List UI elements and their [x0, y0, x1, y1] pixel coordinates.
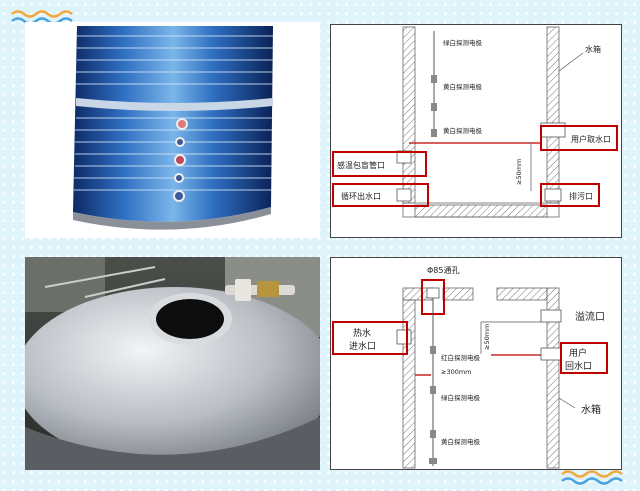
bottom-probe-2-label: 绿白探测电极 [441, 393, 481, 402]
bottom-tank-label: 水箱 [581, 403, 601, 416]
photo-blue-tank [25, 22, 320, 238]
top-dimension-label: ≥50mm [515, 159, 523, 185]
bottom-diagram-svg: Φ85通孔 溢流口 热水 进水口 ≥50mm 用户 回水口 [332, 265, 608, 469]
bottom-user-return-label-1: 用户 [569, 347, 587, 359]
top-circ-outlet-label: 循环出水口 [341, 191, 381, 201]
wave-decoration-top-left [11, 10, 73, 25]
bottom-user-return-label-2: 回水口 [565, 360, 592, 372]
steel-tank-image [25, 257, 320, 470]
bottom-dim-300-label: ≥300mm [441, 368, 472, 376]
bottom-diagram: Φ85通孔 溢流口 热水 进水口 ≥50mm 用户 回水口 [330, 257, 622, 470]
top-diagram: 绿白探测电极 黄白探测电极 黄白探测电极 水箱 用户取水口 ≥50mm 感温包盲… [330, 24, 622, 238]
bottom-probe-3-label: 黄白探测电极 [441, 437, 481, 446]
photo-steel-tank-top [25, 257, 320, 470]
top-probe-3-label: 黄白探测电极 [443, 126, 483, 135]
bottom-hot-inlet-label-2: 进水口 [349, 340, 376, 352]
blue-tank-image [25, 22, 320, 238]
bottom-probe-1-label: 红白探测电极 [441, 353, 481, 362]
top-tank-label: 水箱 [585, 44, 601, 54]
bottom-hole-label: Φ85通孔 [427, 265, 459, 275]
wave-decoration-bottom-right [561, 470, 623, 485]
top-probe-2-label: 黄白探测电极 [443, 82, 483, 91]
top-drain-label: 排污口 [569, 191, 593, 201]
top-user-outlet-label: 用户取水口 [571, 134, 611, 144]
bottom-dim-50-label: ≥50mm [483, 324, 491, 350]
top-probe-1-label: 绿白探测电极 [443, 38, 483, 47]
bottom-hot-inlet-label-1: 热水 [353, 327, 371, 339]
top-diagram-svg: 绿白探测电极 黄白探测电极 黄白探测电极 水箱 用户取水口 ≥50mm 感温包盲… [332, 26, 618, 218]
top-heat-pipe-label: 感温包盲管口 [337, 160, 385, 170]
bottom-overflow-label: 溢流口 [575, 310, 605, 323]
